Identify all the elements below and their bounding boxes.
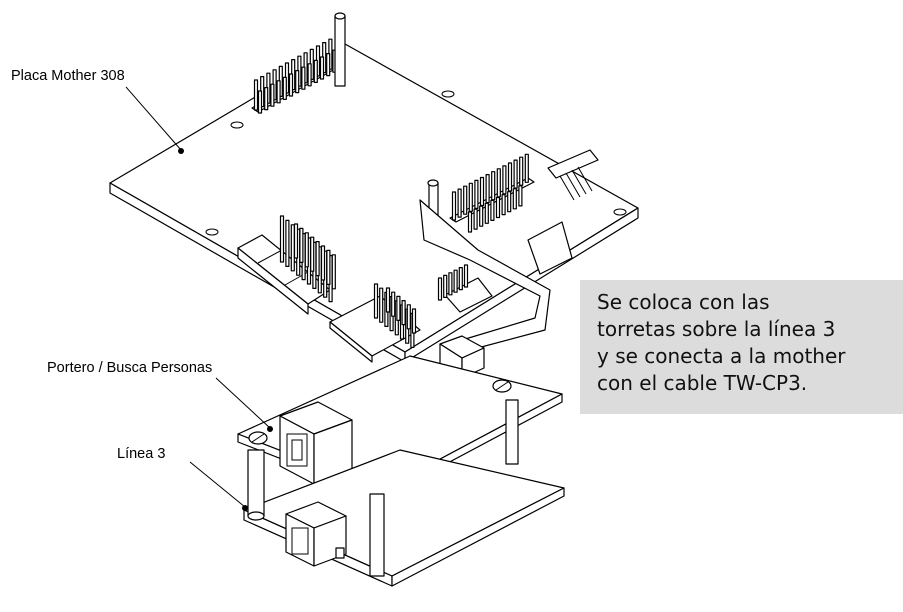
- header-pin: [264, 86, 269, 111]
- header-pin: [501, 194, 506, 216]
- header-pin: [320, 245, 326, 281]
- header-pin: [474, 179, 479, 209]
- right-angle-header: [547, 149, 599, 201]
- header-pin: [270, 83, 275, 107]
- header-pin: [512, 188, 517, 210]
- note-line-4: con el cable TW-CP3.: [597, 371, 808, 395]
- header-pin: [485, 174, 490, 204]
- header-pin: [299, 227, 304, 263]
- small-connector: [437, 264, 493, 313]
- header-pin: [518, 185, 523, 207]
- header-pin: [307, 63, 312, 87]
- header-pin: [401, 300, 406, 326]
- header-pin: [315, 241, 320, 277]
- header-pin: [453, 269, 458, 293]
- header-pin: [391, 291, 396, 317]
- header-pin: [285, 219, 290, 267]
- antenna-post-top: [334, 12, 346, 87]
- header-pin: [484, 202, 489, 224]
- header-pin: [253, 79, 259, 111]
- header-pin: [451, 191, 457, 221]
- header-pin: [406, 304, 411, 330]
- callout-linea3: Línea 3: [117, 446, 248, 511]
- header-pin: [463, 264, 469, 288]
- lower-connector-block: [329, 283, 421, 363]
- header-pin: [379, 287, 384, 323]
- header-pin: [443, 274, 448, 298]
- callout-mother: Placa Mother 308: [11, 68, 184, 154]
- header-pin: [502, 165, 507, 195]
- header-pin: [326, 52, 331, 77]
- header-pin: [326, 249, 331, 285]
- header-pin: [495, 196, 501, 219]
- header-pin: [313, 59, 318, 84]
- header-pin: [304, 232, 309, 268]
- header-pin: [373, 283, 379, 319]
- left-connector-block: [237, 215, 336, 315]
- header-pin: [463, 185, 468, 215]
- note-line-2: torretas sobre la línea 3: [597, 317, 836, 341]
- note-line-3: y se conecta a la mother: [597, 344, 846, 368]
- header-pin: [276, 80, 281, 104]
- header-pin: [293, 223, 299, 259]
- header-pin: [467, 211, 473, 233]
- top-pin-header: [251, 35, 345, 114]
- header-pin: [385, 287, 391, 313]
- header-pin: [257, 90, 263, 114]
- header-pin: [473, 208, 478, 230]
- header-pin: [288, 73, 294, 97]
- header-pin: [310, 236, 315, 272]
- header-pin: [295, 69, 300, 94]
- rj-connector-lower: [285, 501, 347, 567]
- header-pin: [458, 267, 463, 291]
- header-pin: [437, 277, 443, 301]
- header-pin: [331, 254, 336, 290]
- header-pin: [457, 188, 462, 218]
- callout-portero: Portero / Busca Personas: [47, 360, 273, 432]
- header-pin: [411, 308, 417, 334]
- standoff-turrets: [247, 399, 519, 577]
- header-pin: [507, 191, 512, 213]
- header-pin: [519, 156, 524, 186]
- header-pin: [490, 199, 495, 221]
- header-pin: [301, 66, 306, 90]
- header-pin: [448, 272, 453, 296]
- header-pin: [290, 224, 295, 272]
- mid-pin-headers: [449, 153, 573, 275]
- label-linea3: Línea 3: [117, 446, 165, 462]
- rj-connector-upper: [279, 401, 353, 485]
- header-pin: [513, 159, 518, 189]
- header-pin: [319, 56, 325, 80]
- header-pin: [479, 205, 484, 227]
- header-pin: [507, 162, 513, 192]
- label-placa-mother: Placa Mother 308: [11, 68, 125, 84]
- header-pin: [282, 76, 287, 101]
- header-pin: [396, 295, 401, 321]
- header-pin: [524, 153, 529, 183]
- header-pin: [279, 215, 285, 263]
- header-pin: [491, 171, 496, 201]
- header-pin: [496, 168, 501, 198]
- header-pin: [468, 182, 473, 212]
- note-line-1: Se coloca con las: [597, 290, 770, 314]
- label-portero: Portero / Busca Personas: [47, 360, 212, 376]
- header-pin: [479, 176, 485, 207]
- instruction-note: Se coloca con las torretas sobre la líne…: [580, 280, 903, 414]
